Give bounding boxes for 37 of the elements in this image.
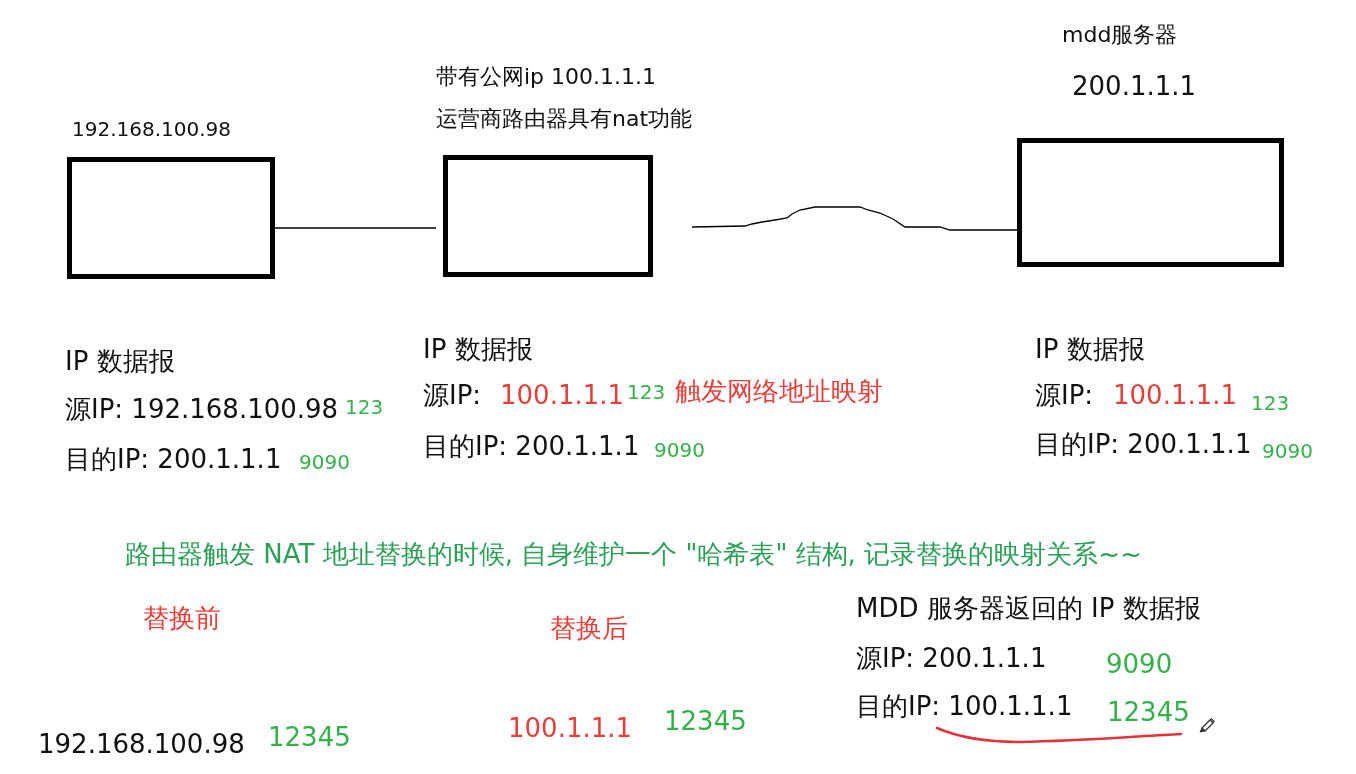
port-number: 12345 <box>664 706 747 737</box>
server-name: mdd服务器 <box>1062 22 1179 48</box>
datagram-heading: IP 数据报 <box>1035 334 1145 365</box>
port-number: 9090 <box>1262 440 1313 464</box>
destination-ip-text: 目的IP: 100.1.1.1 <box>856 691 1073 722</box>
field-label: 源IP: <box>1035 380 1094 411</box>
port-number: 9090 <box>1106 649 1173 680</box>
connection-line <box>274 227 437 229</box>
port-number: 123 <box>1251 392 1290 416</box>
column-heading: 替换后 <box>550 613 628 644</box>
port-number: 12345 <box>1107 697 1190 728</box>
port-number: 9090 <box>299 451 350 475</box>
field-label: 源IP: <box>423 380 482 411</box>
ip-address: 192.168.100.98 <box>38 729 245 760</box>
destination-ip-text: 目的IP: 200.1.1.1 <box>1035 429 1252 460</box>
port-number: 123 <box>627 381 666 405</box>
ip-address: 100.1.1.1 <box>500 380 625 411</box>
caption-text: 运营商路由器具有nat功能 <box>436 105 693 132</box>
destination-ip-text: 目的IP: 200.1.1.1 <box>423 431 640 462</box>
destination-ip-text: 目的IP: 200.1.1.1 <box>65 444 282 475</box>
source-ip-text: 源IP: 192.168.100.98 <box>65 394 339 425</box>
port-number: 123 <box>345 396 384 420</box>
ip-address: 192.168.100.98 <box>72 118 233 142</box>
datagram-heading: IP 数据报 <box>65 346 175 377</box>
ip-address: 200.1.1.1 <box>1072 70 1198 102</box>
caption-text: 带有公网ip 100.1.1.1 <box>436 64 658 90</box>
note-text: 路由器触发 NAT 地址替换的时候, 自身维护一个 "哈希表" 结构, 记录替换的映射关系~~ <box>125 539 1142 570</box>
source-ip-text: 源IP: 200.1.1.1 <box>856 643 1047 674</box>
column-heading: 替换前 <box>143 603 221 634</box>
wavy-connection-line <box>691 206 1018 231</box>
port-number: 9090 <box>654 439 705 463</box>
datagram-heading: MDD 服务器返回的 IP 数据报 <box>856 593 1201 624</box>
annotation-text: 触发网络地址映射 <box>675 376 883 407</box>
port-number: 12345 <box>268 722 351 753</box>
ip-address: 100.1.1.1 <box>508 713 633 744</box>
ip-address: 100.1.1.1 <box>1113 380 1238 411</box>
datagram-heading: IP 数据报 <box>423 334 533 365</box>
